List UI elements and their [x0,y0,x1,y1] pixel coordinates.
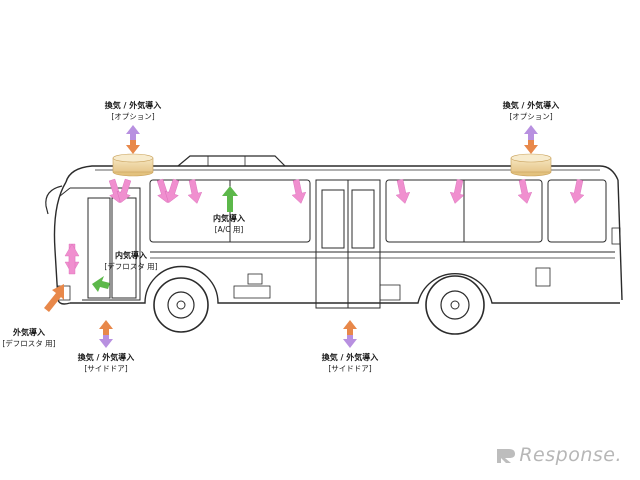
label-side-door-front-line1: 換気 / 外気導入 [77,353,135,362]
label-side-door-mid-line1: 換気 / 外気導入 [321,353,379,362]
response-logo-icon [497,449,516,463]
label-interior-ac: 内気導入 [A/C 用] [204,213,254,235]
pink-arrow-icon [187,179,203,204]
label-side-door-front: 換気 / 外気導入 [サイドドア] [75,352,137,374]
label-roof-front-line2: [オプション] [111,112,155,121]
pink-arrow-icon [449,179,465,204]
roof-vent-rear [510,153,552,177]
label-exterior-defrost: 外気導入 [デフロスタ 用] [2,327,56,349]
label-interior-ac-line1: 内気導入 [213,214,245,223]
pink-arrow-icon [116,178,132,204]
pink-arrow-icon [395,179,411,204]
roof-fairing [177,155,286,167]
orange-arrow-defrost-icon [44,284,64,312]
middle-door [315,179,381,309]
label-roof-front: 換気 / 外気導入 [オプション] [103,100,163,122]
green-arrow-defrost-icon [92,276,110,292]
pink-arrow-icon [164,178,180,204]
label-roof-rear-line2: [オプション] [509,112,553,121]
label-interior-defrost-line2: [デフロスタ 用] [104,262,158,271]
label-roof-front-line1: 換気 / 外気導入 [104,101,162,110]
double-arrow-sidedoor-mid-icon [343,320,357,348]
rear-wheel [425,275,485,335]
green-arrow-ac-icon [222,186,238,212]
label-exterior-defrost-line1: 外気導入 [13,328,45,337]
double-arrow-roof-front-icon [126,125,140,154]
label-side-door-mid-line2: [サイドドア] [328,364,372,373]
label-roof-rear: 換気 / 外気導入 [オプション] [500,100,562,122]
pink-arrow-icon [64,243,80,275]
pink-arrow-icon [517,179,533,204]
side-windows [149,179,607,243]
response-watermark: Response. [495,444,622,466]
side-mirror [45,185,63,215]
pink-airflow-arrows [64,178,585,275]
label-side-door-front-line2: [サイドドア] [84,364,128,373]
pink-arrow-icon [569,179,585,204]
watermark-text: Response. [519,444,622,466]
label-interior-defrost: 内気導入 [デフロスタ 用] [104,250,158,272]
label-exterior-defrost-line2: [デフロスタ 用] [2,339,56,348]
label-roof-rear-line1: 換気 / 外気導入 [502,101,560,110]
bus-body [53,165,623,305]
label-interior-ac-line2: [A/C 用] [214,225,244,234]
double-arrow-roof-rear-icon [524,125,538,154]
label-interior-defrost-line1: 内気導入 [115,251,147,260]
roof-vent-front [112,153,154,177]
front-wheel [153,277,209,333]
double-arrow-sidedoor-front-icon [99,320,113,348]
pink-arrow-icon [291,179,307,204]
label-side-door-mid: 換気 / 外気導入 [サイドドア] [319,352,381,374]
